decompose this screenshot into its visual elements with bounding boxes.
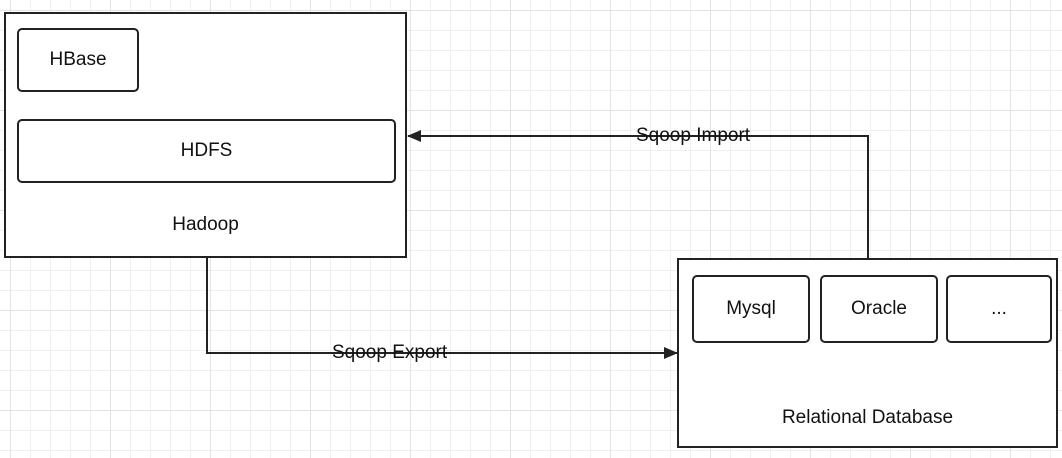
relational-database-label: Relational Database	[781, 407, 954, 428]
sqoop-import-label: Sqoop Import	[636, 125, 751, 146]
sqoop-export-label: Sqoop Export	[332, 342, 448, 363]
more-databases-box[interactable]: ...	[946, 275, 1052, 343]
hbase-box[interactable]: HBase	[17, 28, 139, 92]
more-databases-label: ...	[991, 298, 1007, 319]
oracle-box[interactable]: Oracle	[820, 275, 938, 343]
hadoop-container[interactable]: HBase HDFS Hadoop	[4, 12, 407, 258]
relational-database-container[interactable]: Mysql Oracle ... Relational Database	[677, 258, 1058, 448]
hdfs-label: HDFS	[180, 140, 233, 161]
hbase-label: HBase	[49, 49, 107, 70]
oracle-label: Oracle	[851, 298, 907, 319]
mysql-box[interactable]: Mysql	[692, 275, 810, 343]
sqoop-export-arrow	[206, 258, 678, 359]
sqoop-import-arrow	[407, 130, 869, 258]
hdfs-box[interactable]: HDFS	[17, 119, 396, 183]
mysql-label: Mysql	[726, 298, 776, 319]
hadoop-label: Hadoop	[172, 214, 239, 235]
